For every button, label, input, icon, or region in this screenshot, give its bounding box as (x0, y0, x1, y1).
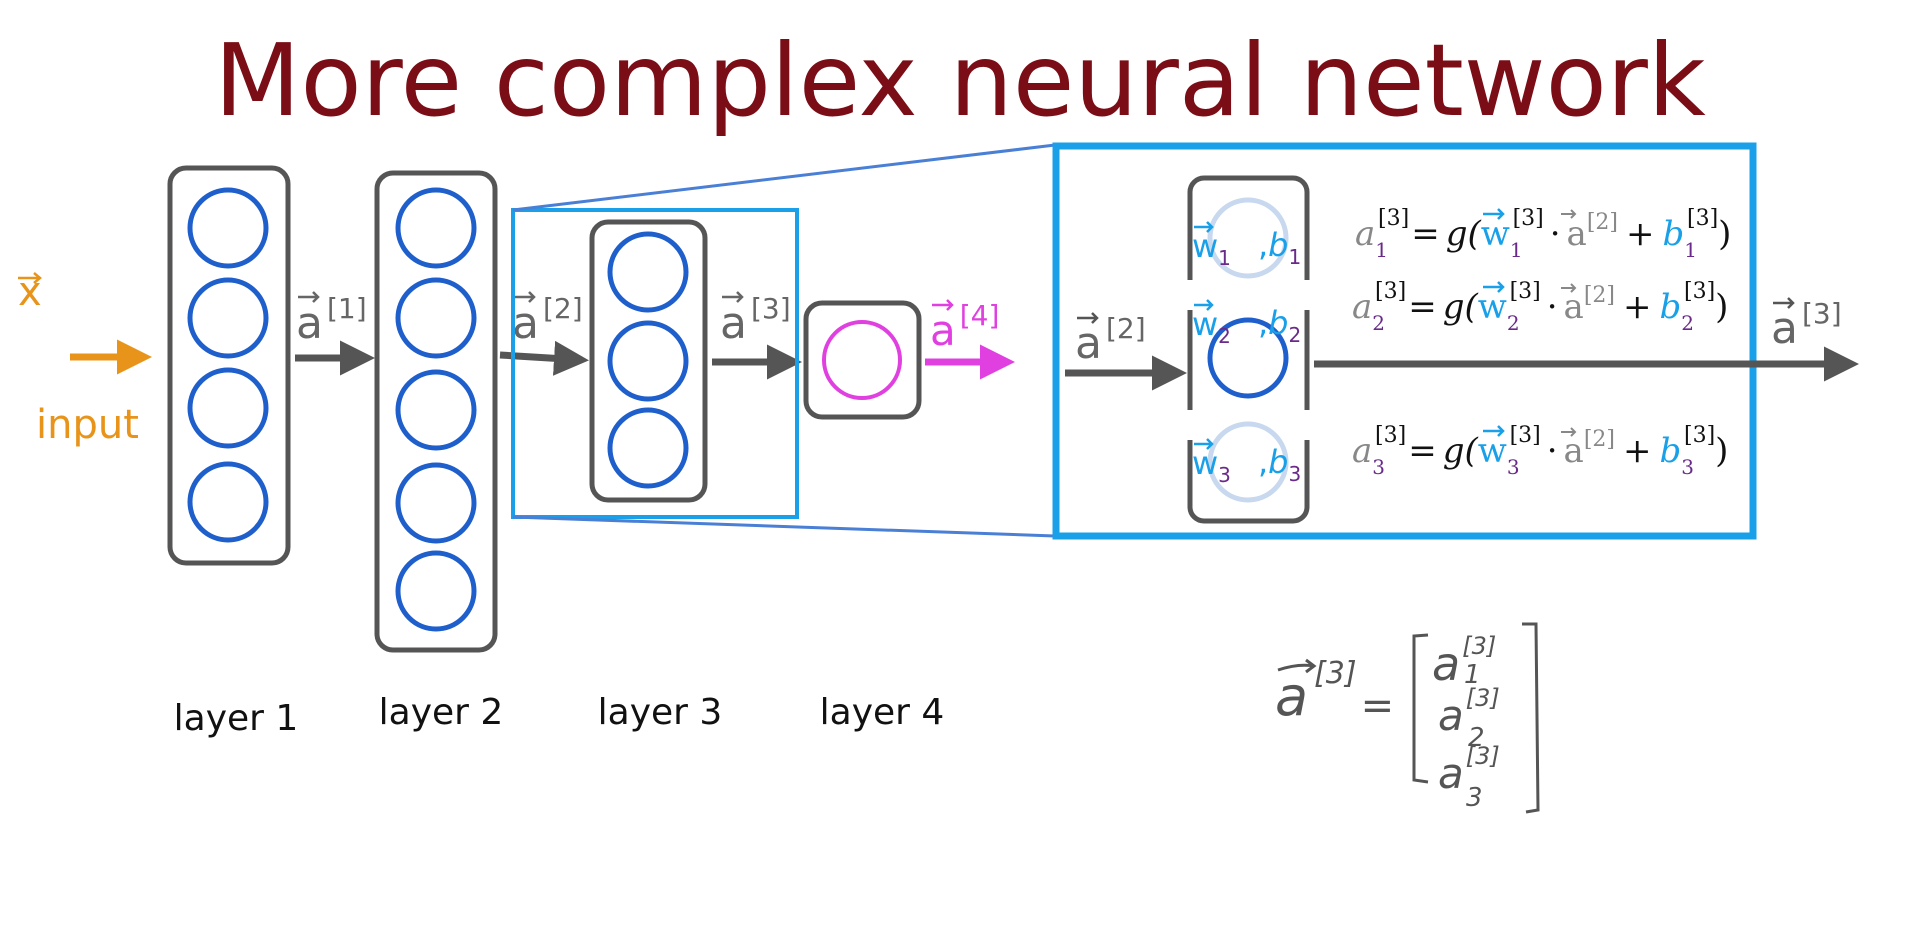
layer-2-neurons (395, 187, 477, 632)
vector-arrow-icon (1194, 299, 1214, 311)
unit-3-params: w3 ,b3 (1192, 438, 1301, 487)
neuron (395, 187, 477, 269)
neuron (607, 320, 689, 402)
svg-text:a1[3]=g(w1[3]·a[2]+b1[3]): a1[3]=g(w1[3]·a[2]+b1[3]) (1355, 206, 1731, 262)
layer-3-neurons (607, 231, 689, 489)
vector-arrow-icon (1561, 427, 1577, 437)
left-bracket (1412, 633, 1429, 784)
svg-text:w3: w3 (1192, 444, 1231, 487)
zoom-box-gap (1301, 410, 1311, 440)
zoom-neuron-1 (1207, 197, 1289, 279)
zoom-box-gap (1186, 280, 1196, 310)
zoom-neuron-3 (1207, 421, 1289, 503)
layer-2-box (374, 170, 498, 653)
layer-4-label: layer 4 (820, 692, 945, 733)
svg-text:a[3]: a[3] (1438, 742, 1500, 798)
zoom-box-gap (1301, 280, 1311, 310)
equation-2: a2[3]=g(w2[3]·a[2]+b2[3]) (1352, 279, 1728, 335)
layer-1-box (167, 165, 291, 566)
vector-arrow-icon (722, 291, 744, 303)
svg-text:a[3]: a[3] (1432, 632, 1496, 691)
vector-arrow-icon (514, 291, 536, 303)
vector-arrow-icon (1277, 658, 1317, 674)
input-vector: x input (18, 269, 152, 448)
layer-1-neurons (187, 187, 269, 543)
layer-3-box (589, 219, 708, 503)
zoom-line-top (512, 143, 1056, 212)
zoom-output-label: a[3] (1771, 297, 1842, 354)
svg-text:a[4]: a[4] (930, 299, 999, 355)
vector-arrow-icon (1561, 209, 1577, 219)
label-a1: a[1] (296, 291, 367, 349)
page-title: More complex neural network (214, 22, 1706, 139)
zoom-line-bottom (512, 515, 1056, 538)
svg-text:1: 1 (1464, 660, 1481, 690)
neuron (607, 231, 689, 313)
handwritten-vector: a[3]= a[3] 1 a[3] 2 a[3] 3 (1275, 622, 1540, 814)
label-a4: a[4] (930, 299, 999, 355)
vector-arrow-icon (1077, 312, 1099, 324)
neuron (187, 367, 269, 449)
neuron (395, 550, 477, 632)
vector-arrow-icon (1483, 425, 1505, 437)
svg-text:a[2]: a[2] (1075, 312, 1146, 369)
zoom-neuron-2 (1207, 317, 1289, 399)
neuron (607, 407, 689, 489)
svg-text:a[2]: a[2] (512, 292, 583, 349)
vector-arrow-icon (932, 299, 954, 311)
neuron (187, 187, 269, 269)
right-bracket (1522, 622, 1540, 814)
neuron (395, 369, 477, 451)
unit-1-params: w1 ,b1 (1192, 221, 1301, 270)
vector-arrow-icon (1483, 281, 1505, 293)
equation-1: a1[3]=g(w1[3]·a[2]+b1[3]) (1355, 206, 1731, 262)
label-a3: a[3] (720, 291, 791, 349)
zoom-input-label: a[2] (1075, 312, 1146, 369)
svg-text:a[1]: a[1] (296, 292, 367, 349)
layer-2-label: layer 2 (379, 692, 504, 733)
output-neuron (822, 320, 902, 400)
vector-arrow-icon (1194, 221, 1214, 233)
input-x-vector-arrow-icon (18, 272, 42, 284)
svg-text:,b2: ,b2 (1258, 304, 1301, 347)
input-label: input (36, 402, 139, 448)
vector-arrow-icon (1194, 438, 1214, 450)
neuron (187, 277, 269, 359)
label-a2: a[2] (512, 291, 583, 349)
layer-3-label: layer 3 (598, 692, 723, 733)
equation-3: a3[3]=g(w3[3]·a[2]+b3[3]) (1352, 423, 1728, 479)
layer-1-label: layer 1 (174, 698, 299, 739)
zoom-box-gap (1186, 410, 1196, 440)
svg-text:3: 3 (1466, 783, 1483, 813)
neuron (395, 462, 477, 544)
layer-3-highlight (511, 208, 799, 519)
zoom-panel (1052, 142, 1757, 540)
unit-2-params: w2 ,b2 (1192, 299, 1301, 348)
svg-text:a[3]: a[3] (1438, 684, 1500, 740)
zoom-layer-box (1187, 175, 1310, 524)
svg-text:2: 2 (1468, 723, 1485, 753)
layer-4-box (803, 300, 922, 420)
neuron (187, 461, 269, 543)
svg-text:a[3]: a[3] (1771, 297, 1842, 354)
vector-arrow-icon (1561, 283, 1577, 293)
svg-text:a[3]: a[3] (720, 292, 791, 349)
vector-arrow-icon (298, 291, 320, 303)
svg-text:w2: w2 (1192, 305, 1231, 348)
svg-text:w1: w1 (1192, 227, 1231, 270)
svg-text:a[3]=: a[3]= (1275, 656, 1394, 729)
vector-arrow-icon (1773, 297, 1795, 309)
svg-text:a3[3]=g(w3[3]·a[2]+b3[3]): a3[3]=g(w3[3]·a[2]+b3[3]) (1352, 423, 1728, 479)
svg-text:a2[3]=g(w2[3]·a[2]+b2[3]): a2[3]=g(w2[3]·a[2]+b2[3]) (1352, 279, 1728, 335)
vector-arrow-icon (1483, 208, 1505, 220)
neuron (395, 277, 477, 359)
